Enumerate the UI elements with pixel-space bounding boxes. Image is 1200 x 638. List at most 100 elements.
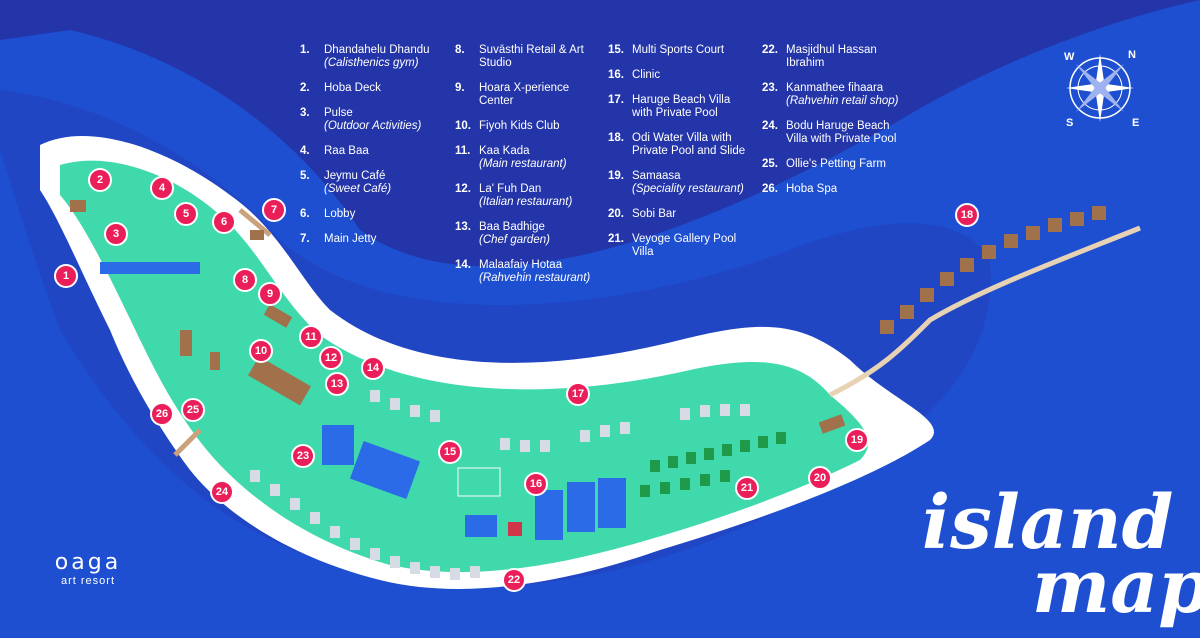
legend-item: 23.Kanmathee fihaara(Rahvehin retail sho… — [762, 82, 904, 108]
main-jetty — [238, 208, 272, 237]
legend-label: Kanmathee fihaara(Rahvehin retail shop) — [786, 82, 904, 108]
legend-item: 19.Samaasa(Speciality restaurant) — [608, 170, 750, 196]
legend-number: 19. — [608, 170, 624, 182]
mosque — [508, 522, 522, 536]
legend-item: 24. Bodu Haruge Beach Villa with Private … — [762, 120, 904, 146]
map-marker-6[interactable]: 6 — [212, 210, 236, 234]
legend-item: 11.Kaa Kada(Main restaurant) — [455, 145, 597, 171]
legend-label: Malaafaiy Hotaa(Rahvehin restaurant) — [479, 259, 597, 285]
legend-label: Hoba Spa — [786, 183, 838, 195]
map-marker-21[interactable]: 21 — [735, 476, 759, 500]
legend-number: 24. — [762, 120, 778, 132]
legend-column-4: 22.Masjidhul Hassan Ibrahim 23.Kanmathee … — [762, 44, 904, 208]
legend-number: 17. — [608, 94, 624, 106]
legend-item: 7. Main Jetty — [300, 233, 442, 246]
legend-label: Bodu Haruge Beach Villa with Private Poo… — [786, 120, 897, 145]
legend-number: 15. — [608, 44, 624, 56]
legend-sublabel: (Calisthenics gym) — [324, 57, 419, 69]
legend-item: 5.Jeymu Café(Sweet Café) — [300, 170, 442, 196]
map-marker-1[interactable]: 1 — [54, 264, 78, 288]
legend-label: Veyoge Gallery Pool Villa — [632, 233, 737, 258]
legend-sublabel: (Speciality restaurant) — [632, 183, 744, 195]
legend-label: Raa Baa — [324, 145, 369, 157]
legend-label: Kaa Kada(Main restaurant) — [479, 145, 597, 171]
legend-item: 26. Hoba Spa — [762, 183, 904, 196]
legend-label: Jeymu Café(Sweet Café) — [324, 170, 442, 196]
legend-item: 17. Haruge Beach Villa with Private Pool — [608, 94, 750, 120]
legend-number: 1. — [300, 44, 310, 56]
legend-label: La' Fuh Dan(Italian restaurant) — [479, 183, 597, 209]
legend-column-2: 8. Suvāsthi Retail & Art Studio 9.Hoara X-… — [455, 44, 597, 297]
south-jetty — [173, 428, 202, 457]
legend-label: Suvāsthi Retail & Art Studio — [479, 44, 584, 69]
map-marker-13[interactable]: 13 — [325, 372, 349, 396]
map-marker-20[interactable]: 20 — [808, 466, 832, 490]
legend-item: 21.Veyoge Gallery Pool Villa — [608, 233, 750, 259]
pools-and-courts — [100, 262, 626, 540]
map-marker-2[interactable]: 2 — [88, 168, 112, 192]
map-marker-7[interactable]: 7 — [262, 198, 286, 222]
map-marker-23[interactable]: 23 — [291, 444, 315, 468]
legend-item: 12. La' Fuh Dan(Italian restaurant) — [455, 183, 597, 209]
legend-number: 22. — [762, 44, 778, 56]
legend-label: Hoba Deck — [324, 82, 381, 94]
buildings — [70, 200, 846, 434]
logo-name: oaga — [54, 550, 122, 575]
legend-sublabel: (Chef garden) — [479, 234, 550, 246]
legend-number: 8. — [455, 44, 465, 56]
legend-item: 25.Ollie's Petting Farm — [762, 158, 904, 171]
map-marker-26[interactable]: 26 — [150, 402, 174, 426]
legend-number: 26. — [762, 183, 778, 195]
compass-east: E — [1132, 117, 1139, 129]
legend-label: Main Jetty — [324, 233, 377, 245]
legend-number: 10. — [455, 120, 471, 132]
map-marker-22[interactable]: 22 — [502, 568, 526, 592]
legend-item: 3.Pulse(Outdoor Activities) — [300, 107, 442, 133]
legend-label: Fiyoh Kids Club — [479, 120, 560, 132]
legend-number: 18. — [608, 132, 624, 144]
water-villa-jetty — [828, 225, 1141, 398]
map-marker-11[interactable]: 11 — [299, 325, 323, 349]
map-title-line-1: island — [922, 480, 1174, 566]
legend-number: 25. — [762, 158, 778, 170]
map-marker-24[interactable]: 24 — [210, 480, 234, 504]
legend-number: 3. — [300, 107, 310, 119]
legend-number: 12. — [455, 183, 471, 195]
legend-item: 16. Clinic — [608, 69, 750, 82]
map-marker-9[interactable]: 9 — [258, 282, 282, 306]
map-marker-10[interactable]: 10 — [249, 339, 273, 363]
legend-item: 14.Malaafaiy Hotaa(Rahvehin restaurant) — [455, 259, 597, 285]
legend-label: Clinic — [632, 69, 661, 81]
legend-number: 16. — [608, 69, 624, 81]
legend-item: 22.Masjidhul Hassan Ibrahim — [762, 44, 904, 70]
legend-number: 7. — [300, 233, 310, 245]
legend-item: 9.Hoara X-perience Center — [455, 82, 597, 108]
map-marker-4[interactable]: 4 — [150, 176, 174, 200]
legend-label: Haruge Beach Villa with Private Pool — [632, 94, 731, 119]
legend-sublabel: (Sweet Café) — [324, 183, 392, 195]
legend-label: Odi Water Villa with Private Pool and Sl… — [632, 132, 746, 157]
map-marker-14[interactable]: 14 — [361, 356, 385, 380]
legend-label: Dhandahelu Dhandu(Calisthenics gym) — [324, 44, 442, 70]
beach-villas — [250, 390, 750, 580]
map-marker-18[interactable]: 18 — [955, 203, 979, 227]
map-marker-5[interactable]: 5 — [174, 202, 198, 226]
map-marker-25[interactable]: 25 — [181, 398, 205, 422]
map-marker-3[interactable]: 3 — [104, 222, 128, 246]
map-marker-16[interactable]: 16 — [524, 472, 548, 496]
map-marker-8[interactable]: 8 — [233, 268, 257, 292]
legend-item: 1. Dhandahelu Dhandu(Calisthenics gym) — [300, 44, 442, 70]
legend-item: 6.Lobby — [300, 208, 442, 221]
map-marker-19[interactable]: 19 — [845, 428, 869, 452]
map-marker-15[interactable]: 15 — [438, 440, 462, 464]
map-marker-12[interactable]: 12 — [319, 346, 343, 370]
map-marker-17[interactable]: 17 — [566, 382, 590, 406]
legend-number: 20. — [608, 208, 624, 220]
island-land — [60, 160, 869, 573]
legend-sublabel: (Outdoor Activities) — [324, 120, 422, 132]
legend-sublabel: (Italian restaurant) — [479, 196, 573, 208]
legend-label: Baa Badhige(Chef garden) — [479, 221, 597, 247]
legend-item: 8. Suvāsthi Retail & Art Studio — [455, 44, 597, 70]
